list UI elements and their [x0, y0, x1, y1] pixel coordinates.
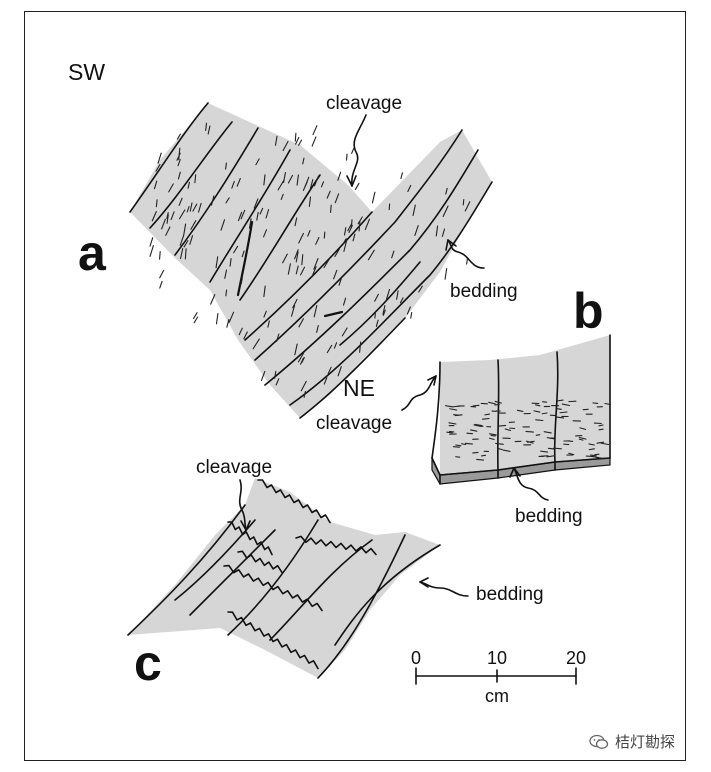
panel-c-cleavage-label: cleavage: [196, 457, 272, 478]
scale-tick-10: 10: [487, 648, 507, 668]
scale-bar: 0 10 20 cm: [411, 648, 586, 706]
orientation-sw-label: SW: [68, 59, 105, 85]
panel-b-slab: [431, 334, 611, 485]
scale-unit-label: cm: [485, 686, 509, 706]
panel-c-stylolites: [223, 479, 377, 670]
panel-a-bedding-label: bedding: [450, 281, 518, 302]
panel-c-slab: [127, 478, 441, 679]
orientation-ne-label: NE: [343, 375, 375, 401]
panel-b-letter: b: [573, 283, 604, 339]
panel-a-cleavage-label: cleavage: [326, 93, 402, 114]
panel-b-bedding-label: bedding: [515, 506, 583, 527]
panel-b-cleavage-label: cleavage: [316, 413, 392, 434]
panel-b-cleavage-marks: [445, 399, 612, 461]
panel-a-cleavage-marks: [149, 122, 471, 398]
watermark-text: 桔灯勘探: [614, 734, 675, 751]
panel-c-letter: c: [134, 635, 162, 691]
scale-tick-20: 20: [566, 648, 586, 668]
scale-tick-0: 0: [411, 648, 421, 668]
watermark: 桔灯勘探: [589, 731, 675, 752]
wechat-icon: [589, 734, 609, 749]
panel-c-bedding-label: bedding: [476, 584, 544, 605]
figure-frame: [24, 11, 686, 761]
panel-a-letter: a: [78, 225, 107, 281]
panel-a-slab: [129, 102, 493, 419]
leader-lines: [238, 114, 549, 597]
